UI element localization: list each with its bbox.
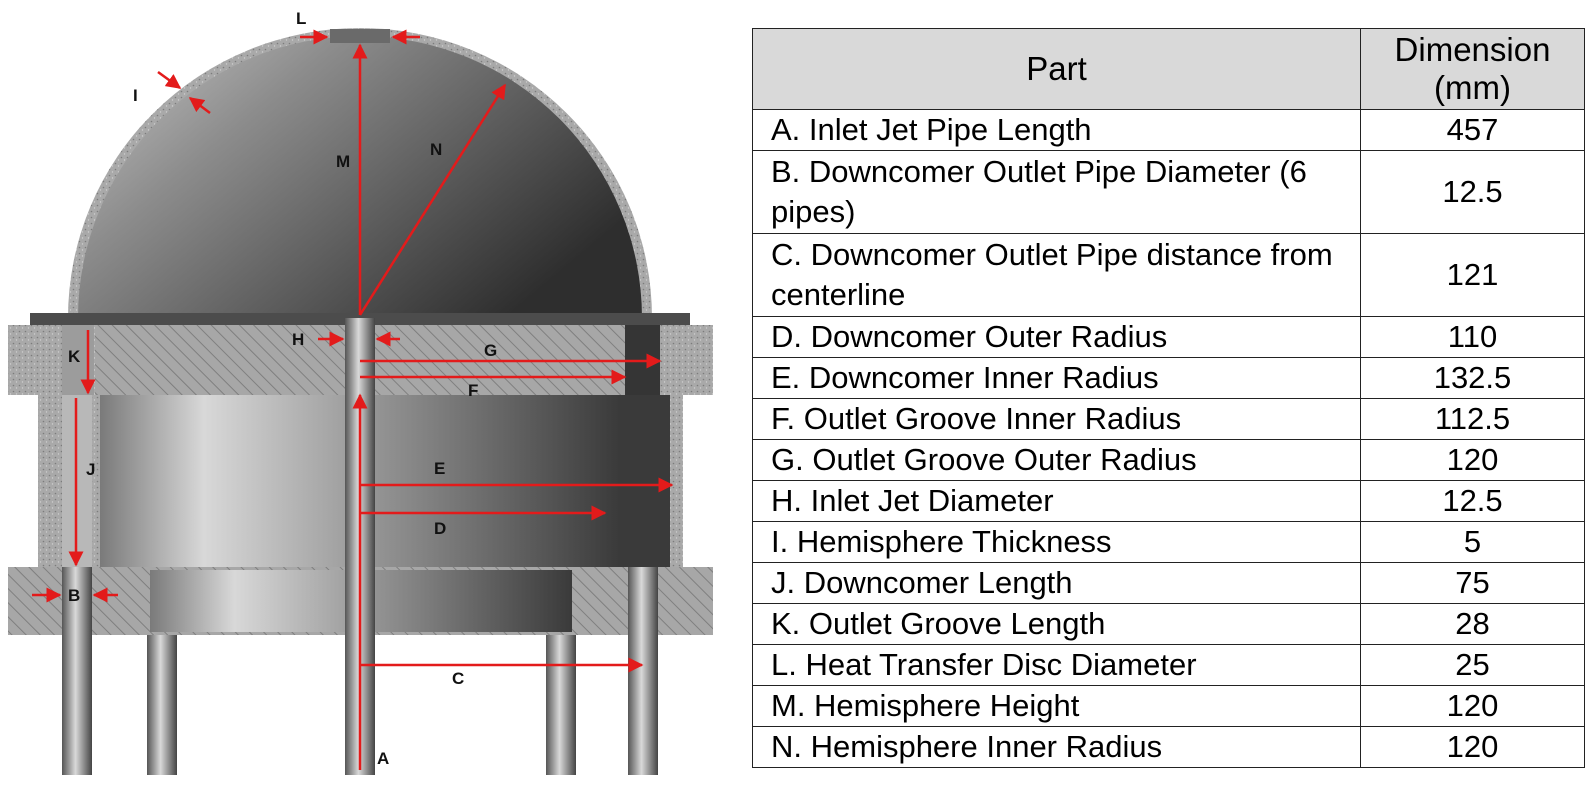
- table-row: H. Inlet Jet Diameter 12.5: [752, 480, 1585, 522]
- label-F: F: [468, 381, 478, 400]
- table-row: D. Downcomer Outer Radius 110: [752, 316, 1585, 358]
- dimension-table: Part Dimension (mm) A. Inlet Jet Pipe Le…: [752, 28, 1585, 768]
- part-cell: K. Outlet Groove Length: [752, 603, 1361, 645]
- part-cell: F. Outlet Groove Inner Radius: [752, 398, 1361, 440]
- label-L: L: [296, 9, 306, 28]
- part-cell: B. Downcomer Outlet Pipe Diameter (6 pip…: [752, 150, 1361, 234]
- dimension-cell: 457: [1360, 109, 1585, 151]
- dimension-cell: 12.5: [1360, 150, 1585, 234]
- dimension-cell: 12.5: [1360, 480, 1585, 522]
- dimension-cell: 25: [1360, 644, 1585, 686]
- label-J: J: [86, 460, 95, 479]
- table-row: B. Downcomer Outlet Pipe Diameter (6 pip…: [752, 150, 1585, 234]
- part-cell: I. Hemisphere Thickness: [752, 521, 1361, 563]
- table-row: K. Outlet Groove Length 28: [752, 603, 1585, 645]
- dimension-cell: 120: [1360, 685, 1585, 727]
- table-header-row: Part Dimension (mm): [752, 28, 1585, 110]
- table-row: J. Downcomer Length 75: [752, 562, 1585, 604]
- label-B: B: [68, 586, 80, 605]
- part-cell: E. Downcomer Inner Radius: [752, 357, 1361, 399]
- table-row: E. Downcomer Inner Radius 132.5: [752, 357, 1585, 399]
- dimension-cell: 120: [1360, 439, 1585, 481]
- dimension-cell: 121: [1360, 233, 1585, 317]
- table-row: M. Hemisphere Height 120: [752, 685, 1585, 727]
- part-cell: L. Heat Transfer Disc Diameter: [752, 644, 1361, 686]
- part-cell: D. Downcomer Outer Radius: [752, 316, 1361, 358]
- label-K: K: [68, 347, 81, 366]
- label-D: D: [434, 519, 446, 538]
- dimension-cell: 112.5: [1360, 398, 1585, 440]
- part-cell: G. Outlet Groove Outer Radius: [752, 439, 1361, 481]
- label-H: H: [292, 330, 304, 349]
- label-M: M: [336, 152, 350, 171]
- dimension-cell: 132.5: [1360, 357, 1585, 399]
- cross-section-diagram: L I M N H K G F J E D B C A: [8, 9, 713, 775]
- part-cell: H. Inlet Jet Diameter: [752, 480, 1361, 522]
- dimension-cell: 5: [1360, 521, 1585, 563]
- table-row: F. Outlet Groove Inner Radius 112.5: [752, 398, 1585, 440]
- dimension-cell: 28: [1360, 603, 1585, 645]
- table-row: I. Hemisphere Thickness 5: [752, 521, 1585, 563]
- table-row: C. Downcomer Outlet Pipe distance from c…: [752, 233, 1585, 317]
- header-dimension: Dimension (mm): [1360, 28, 1585, 110]
- part-cell: J. Downcomer Length: [752, 562, 1361, 604]
- dimension-arrows: [32, 29, 674, 770]
- part-cell: N. Hemisphere Inner Radius: [752, 726, 1361, 768]
- part-cell: C. Downcomer Outlet Pipe distance from c…: [752, 233, 1361, 317]
- label-N: N: [430, 140, 442, 159]
- label-C: C: [452, 669, 464, 688]
- header-part: Part: [752, 28, 1361, 110]
- table-row: L. Heat Transfer Disc Diameter 25: [752, 644, 1585, 686]
- label-E: E: [434, 459, 445, 478]
- label-A: A: [377, 749, 389, 768]
- table-row: N. Hemisphere Inner Radius 120: [752, 726, 1585, 768]
- table-row: G. Outlet Groove Outer Radius 120: [752, 439, 1585, 481]
- dimension-cell: 110: [1360, 316, 1585, 358]
- dimension-cell: 75: [1360, 562, 1585, 604]
- label-G: G: [484, 341, 497, 360]
- table-row: A. Inlet Jet Pipe Length 457: [752, 109, 1585, 151]
- dimension-cell: 120: [1360, 726, 1585, 768]
- part-cell: A. Inlet Jet Pipe Length: [752, 109, 1361, 151]
- label-I: I: [133, 86, 138, 105]
- part-cell: M. Hemisphere Height: [752, 685, 1361, 727]
